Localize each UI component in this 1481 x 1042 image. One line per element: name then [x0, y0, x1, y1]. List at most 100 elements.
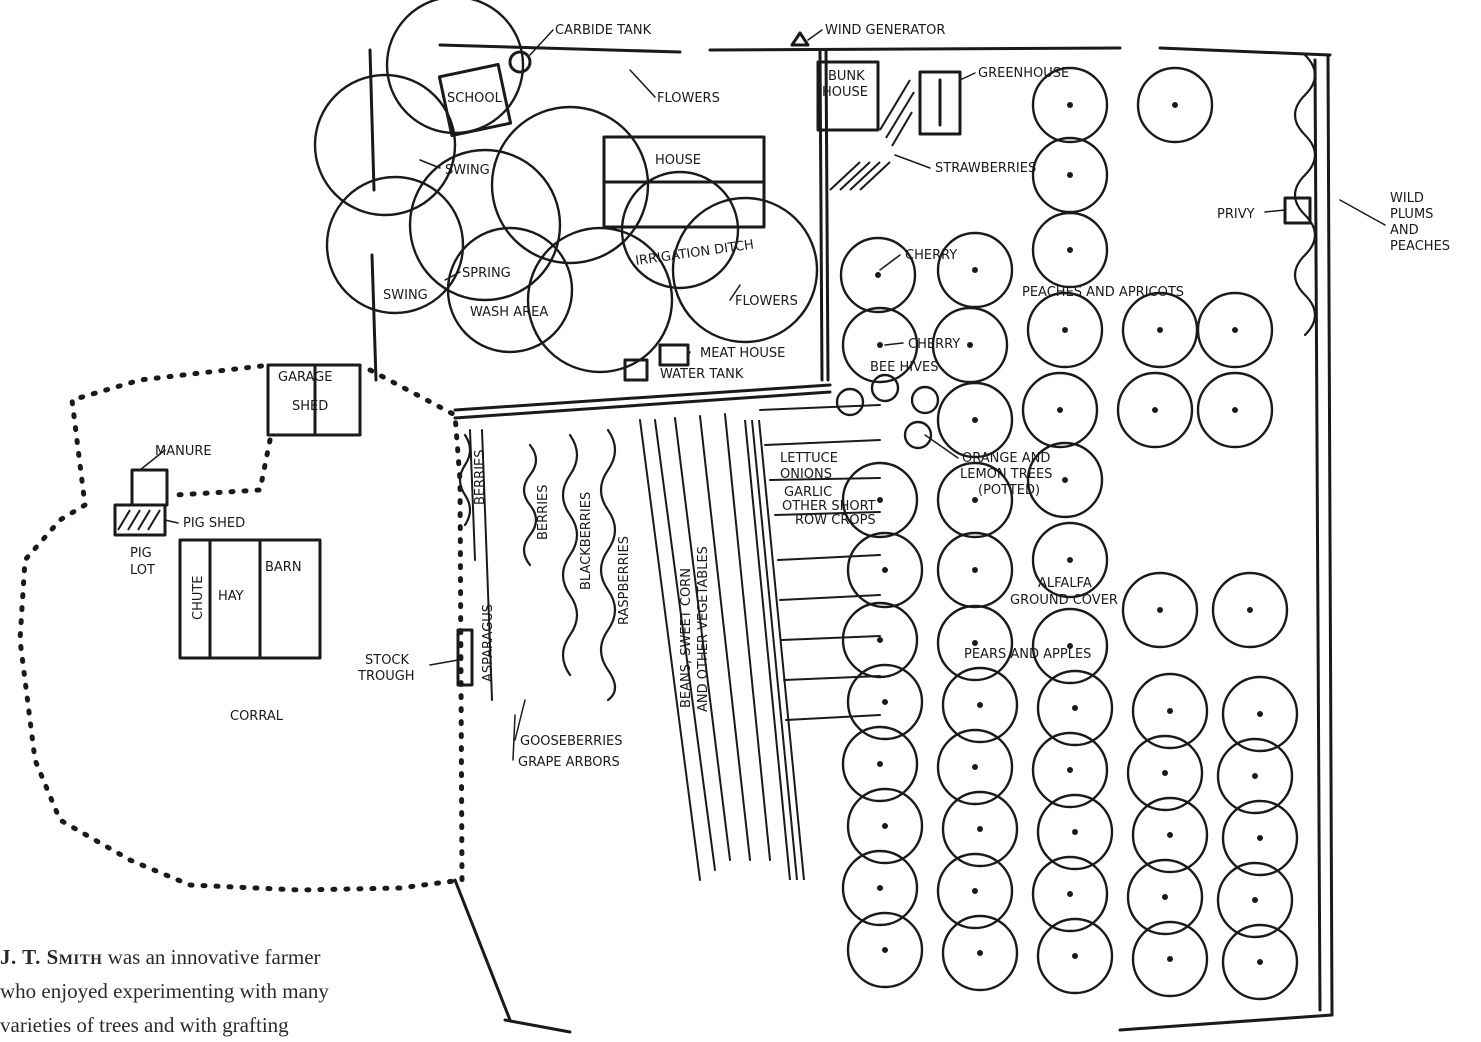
orchard-tree-trunk — [1066, 643, 1073, 650]
label-cherry-1: CHERRY — [905, 248, 957, 263]
orchard-tree — [936, 381, 1014, 459]
label-flowers-top: FLOWERS — [657, 91, 720, 106]
orchard-tree — [1211, 571, 1289, 649]
orchard-tree — [1221, 799, 1299, 877]
orchard-tree — [1026, 291, 1104, 369]
orchard-tree-trunk — [882, 947, 889, 954]
orchard-tree-trunk — [1166, 956, 1173, 963]
label-alfalfa-2: GROUND COVER — [1010, 593, 1118, 608]
orchard-tree-trunk — [972, 267, 979, 274]
orchard-tree — [841, 461, 919, 539]
orchard-tree — [941, 666, 1019, 744]
orchard-tree-trunk — [1066, 557, 1073, 564]
fence-lines — [368, 43, 1334, 1034]
label-strawberries: STRAWBERRIES — [935, 161, 1036, 176]
orchard-tree-trunk — [882, 699, 889, 706]
orchard-tree-trunk — [882, 567, 889, 574]
label-other-short: OTHER SHORT — [782, 499, 876, 514]
label-flowers-mid: FLOWERS — [735, 294, 798, 309]
orchard-tree-trunk — [972, 567, 979, 574]
orchard-tree-trunk — [1251, 773, 1258, 780]
orchard-tree-trunk — [1071, 953, 1078, 960]
orchard-tree-trunk — [1061, 477, 1068, 484]
orchard-tree — [1036, 917, 1114, 995]
label-corral: CORRAL — [230, 709, 284, 724]
label-barn: BARN — [265, 560, 302, 575]
label-bunk-house-2: HOUSE — [822, 85, 868, 100]
label-orange-1: ORANGE AND — [962, 451, 1050, 466]
orchard-tree — [846, 663, 924, 741]
label-grape-arbors: GRAPE ARBORS — [518, 755, 620, 770]
orchard-tree-trunk — [977, 826, 984, 833]
label-chute: CHUTE — [191, 575, 206, 620]
orchard-tree-trunk — [972, 888, 979, 895]
label-row-crops: ROW CROPS — [795, 513, 876, 528]
orchard-tree-trunk — [877, 885, 884, 892]
orchard-tree — [1131, 796, 1209, 874]
orchard-tree — [1031, 607, 1109, 685]
orchard-tree — [839, 236, 917, 314]
label-garage-2: SHED — [292, 399, 328, 414]
orchard-tree-trunk — [1151, 407, 1158, 414]
orchard-tree — [1221, 923, 1299, 1001]
orchard-tree — [846, 911, 924, 989]
label-asparagus: ASPARAGUS — [481, 604, 496, 682]
label-carbide-tank: CARBIDE TANK — [555, 23, 652, 38]
orchard-tree-trunk — [1251, 897, 1258, 904]
label-raspberries: RASPBERRIES — [617, 536, 632, 625]
orchard-tree-trunk — [877, 761, 884, 768]
orchard-tree — [1126, 858, 1204, 936]
yard-trees — [313, 0, 819, 374]
caption-line-2: who enjoyed experimenting with many — [0, 979, 329, 1003]
label-swing-top: SWING — [445, 163, 490, 178]
orchard-tree-trunk — [1156, 327, 1163, 334]
orchard-tree-trunk — [972, 417, 979, 424]
label-spring: SPRING — [462, 266, 511, 281]
orchard-tree-trunk — [972, 640, 979, 647]
orchard-tree — [941, 914, 1019, 992]
orchard-tree-trunk — [977, 702, 984, 709]
orchard-tree-trunk — [875, 272, 882, 279]
orchard-tree-trunk — [1231, 327, 1238, 334]
orchard-trees — [839, 66, 1299, 1001]
garden-rows — [469, 404, 881, 881]
orchard-tree — [841, 849, 919, 927]
orchard-tree — [1031, 521, 1109, 599]
label-stock-trough-2: TROUGH — [357, 669, 415, 684]
orchard-tree — [1196, 291, 1274, 369]
orchard-tree — [1036, 669, 1114, 747]
label-hay: HAY — [218, 589, 244, 604]
orchard-tree-trunk — [877, 497, 884, 504]
orchard-tree-trunk — [1166, 708, 1173, 715]
orchard-tree — [1036, 793, 1114, 871]
label-berries-2: BERRIES — [536, 485, 551, 541]
orchard-tree-trunk — [1231, 407, 1238, 414]
orchard-tree — [936, 604, 1014, 682]
orchard-tree-trunk — [1256, 959, 1263, 966]
label-wild-plums-2: PLUMS — [1390, 207, 1433, 222]
label-greenhouse: GREENHOUSE — [978, 66, 1069, 81]
orchard-tree-trunk — [1256, 835, 1263, 842]
orchard-tree-trunk — [1246, 607, 1253, 614]
orchard-tree — [841, 306, 919, 384]
orchard-tree — [1031, 211, 1109, 289]
caption-line-3: varieties of trees and with grafting — [0, 1013, 289, 1037]
orchard-tree — [1026, 441, 1104, 519]
label-peaches-apricots: PEACHES AND APRICOTS — [1022, 285, 1184, 300]
berry-bushes — [458, 53, 1317, 702]
bee-hives — [835, 373, 940, 450]
orchard-tree — [936, 231, 1014, 309]
orchard-tree — [941, 790, 1019, 868]
corral-fence — [17, 362, 465, 893]
orchard-tree-trunk — [1066, 171, 1073, 178]
caption-line-1-rest: was an innovative farmer — [102, 945, 321, 969]
orchard-tree-trunk — [972, 497, 979, 504]
orchard-tree-trunk — [1056, 407, 1063, 414]
orchard-tree-trunk — [1166, 832, 1173, 839]
orchard-tree — [1131, 672, 1209, 750]
orchard-tree-trunk — [1161, 894, 1168, 901]
orchard-tree-trunk — [877, 342, 884, 349]
leader-lines — [139, 29, 1386, 761]
label-onions: ONIONS — [780, 467, 832, 482]
